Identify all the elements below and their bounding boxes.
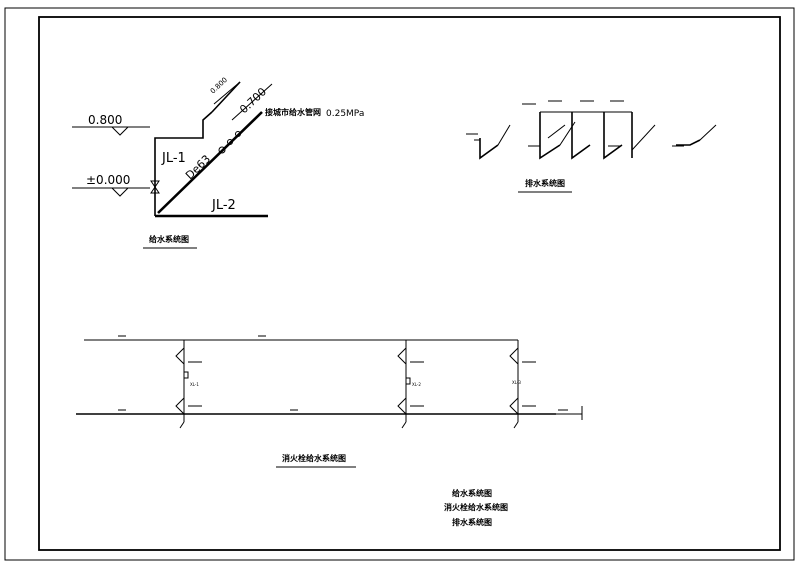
hydrant-main-ticks <box>118 335 298 411</box>
elevation-top-label: 0.800 <box>209 76 229 96</box>
elevation-0000-label: ±0.000 <box>86 173 130 187</box>
inlet-valve-1 <box>227 139 233 145</box>
riser-jl1-pipe <box>154 111 213 216</box>
inlet-valve-2 <box>235 131 241 137</box>
svg-text:XL-3: XL-3 <box>512 380 521 385</box>
drain-elevation-markers <box>466 100 684 147</box>
gate-valve-riser-2 <box>150 186 160 194</box>
riser-top-branch <box>211 81 241 113</box>
drain-leader-6 <box>699 124 717 141</box>
riser-jl2-label: JL-2 <box>211 198 236 213</box>
city-main-note: 接城市给水管网 <box>265 107 321 117</box>
elevation-leader-top <box>213 81 241 105</box>
inner-frame <box>38 16 781 551</box>
drawing-list-item-2: 消火栓给水系统图 <box>444 502 508 512</box>
drain-riser-2 <box>539 112 561 160</box>
hydrant-diagram-title: 消火栓给水系统图 <box>282 453 346 463</box>
pipe-size-label: De63 <box>183 152 213 182</box>
drain-riser-4 <box>603 112 623 160</box>
elevation-marker-0000 <box>111 187 129 197</box>
supply-diagram-title: 给水系统图 <box>149 234 189 244</box>
elevation-0800-label: 0.800 <box>88 113 122 127</box>
svg-text:XL-1: XL-1 <box>190 382 199 387</box>
drain-leader-2b <box>547 124 566 139</box>
drainage-diagram-title: 排水系统图 <box>525 178 565 188</box>
hydrant-diagram: XL-1 XL-2 XL-3 消火栓给水系统图 <box>76 335 583 468</box>
drawing-list-item-1: 给水系统图 <box>452 488 492 498</box>
pressure-label: 0.25MPa <box>326 109 364 119</box>
drain-riser-3 <box>571 112 591 160</box>
drainage-diagram: 排水系统图 <box>466 100 717 193</box>
svg-text:XL-2: XL-2 <box>412 382 421 387</box>
drain-leader-5 <box>631 124 656 151</box>
supply-diagram: 0.800 ±0.000 0.800 JL-1 JL-2 De63 0.700 … <box>72 76 364 249</box>
inlet-pipe-diagonal <box>157 111 263 214</box>
riser-jl1-label: JL-1 <box>161 151 186 166</box>
hydrant-riser-xl2: XL-2 <box>397 340 424 429</box>
drain-leader-1 <box>497 124 511 146</box>
outer-frame <box>4 7 795 561</box>
drawing-list-item-3: 排水系统图 <box>452 517 492 527</box>
water-meter <box>218 146 226 154</box>
elevation-marker-0800 <box>111 126 129 136</box>
elevation-leader-0700 <box>231 83 273 121</box>
drawing-list: 给水系统图 消火栓给水系统图 排水系统图 <box>444 488 508 527</box>
hydrant-riser-xl1: XL-1 <box>175 340 202 429</box>
drain-branch-1 <box>479 138 499 160</box>
drain-branch-6 <box>676 139 701 146</box>
gate-valve-riser <box>150 180 160 188</box>
hydrant-riser-xl3: XL-3 <box>509 340 536 429</box>
